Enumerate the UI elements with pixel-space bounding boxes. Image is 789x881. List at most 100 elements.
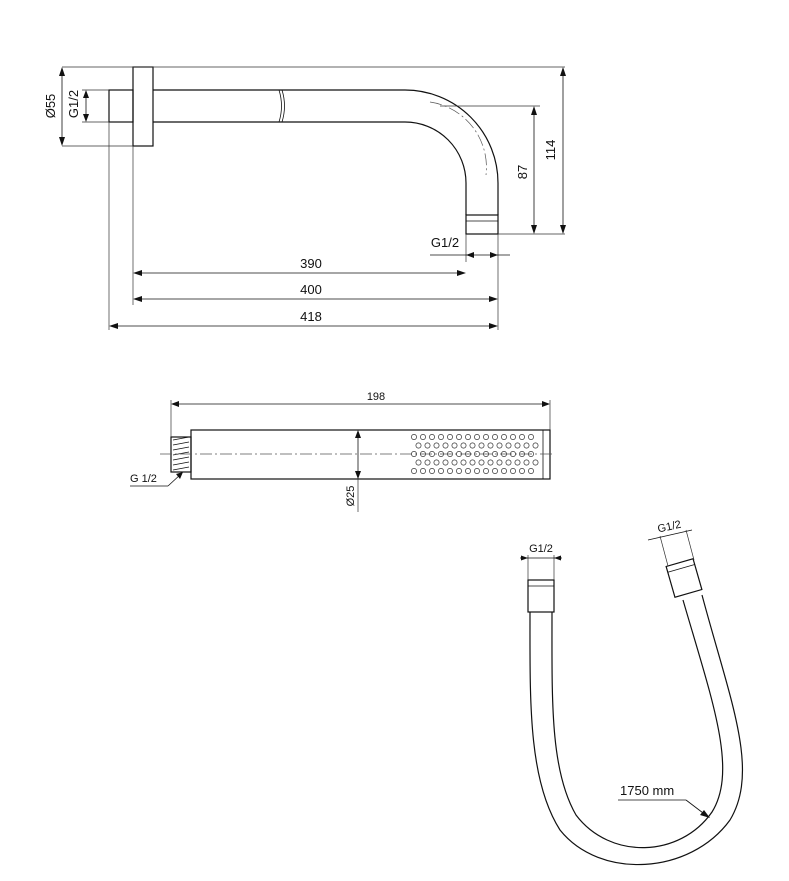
spray-nozzle <box>510 434 516 440</box>
spray-nozzle <box>460 442 467 449</box>
spray-nozzle <box>496 442 503 449</box>
spray-nozzle <box>519 434 525 440</box>
spray-nozzle <box>442 442 449 449</box>
spray-nozzle <box>420 468 426 474</box>
spray-nozzle <box>433 442 440 449</box>
spray-nozzle <box>528 451 534 457</box>
dim-outlet-thread: G1/2 <box>431 235 459 250</box>
spray-nozzle <box>483 434 489 440</box>
spray-nozzle <box>523 459 530 466</box>
spray-nozzle <box>465 451 471 457</box>
spray-nozzles <box>411 434 539 474</box>
shower-arm-drawing: Ø55 G1/2 87 114 G1/2 390 400 <box>43 66 566 330</box>
spray-nozzle <box>478 442 485 449</box>
spray-nozzle <box>492 434 498 440</box>
arm-tube <box>153 89 499 215</box>
spray-nozzle <box>465 468 471 474</box>
spray-nozzle <box>519 451 525 457</box>
spray-nozzle <box>429 468 435 474</box>
dim-hand-shower-diameter: Ø25 <box>345 486 357 507</box>
spray-nozzle <box>505 459 512 466</box>
ext-hose-right-b <box>685 529 695 561</box>
spray-nozzle <box>514 442 521 449</box>
spray-nozzle <box>438 468 444 474</box>
spray-nozzle <box>528 468 534 474</box>
spray-nozzle <box>510 468 516 474</box>
spray-nozzle <box>411 434 417 440</box>
spray-nozzle <box>487 442 494 449</box>
hand-shower-drawing: 198 G 1/2 Ø25 <box>130 391 555 512</box>
spray-nozzle <box>415 459 422 466</box>
spray-nozzle <box>505 442 512 449</box>
spray-nozzle <box>523 442 530 449</box>
wall-flange <box>132 66 154 147</box>
spray-nozzle <box>483 468 489 474</box>
spray-nozzle <box>438 434 444 440</box>
spray-nozzle <box>519 468 525 474</box>
spray-nozzle <box>429 434 435 440</box>
spray-nozzle <box>483 451 489 457</box>
spray-nozzle <box>456 434 462 440</box>
spray-nozzle <box>501 434 507 440</box>
spray-nozzle <box>532 459 539 466</box>
spray-nozzle <box>438 451 444 457</box>
thread-hatch <box>172 436 190 471</box>
dim-drop-height: 87 <box>515 165 530 179</box>
spray-nozzle <box>474 434 480 440</box>
dim-total-height: 114 <box>543 140 558 161</box>
hose-outer <box>529 594 744 866</box>
spray-nozzle <box>456 451 462 457</box>
spray-nozzle <box>429 451 435 457</box>
spray-nozzle <box>447 468 453 474</box>
dim-flange-diameter: Ø55 <box>43 94 58 119</box>
spray-nozzle <box>510 451 516 457</box>
spray-nozzle <box>460 459 467 466</box>
hose-fitting-right-line <box>667 564 695 573</box>
hose-drawing: G1/2 G1/2 1750 mm <box>520 519 744 866</box>
spray-nozzle <box>433 459 440 466</box>
spray-nozzle <box>456 468 462 474</box>
hand-shower-body <box>190 429 551 480</box>
spray-nozzle <box>447 451 453 457</box>
spray-nozzle <box>469 442 476 449</box>
outlet-nut <box>465 214 499 235</box>
spray-nozzle <box>474 468 480 474</box>
spray-nozzle <box>411 468 417 474</box>
dim-hand-shower-thread: G 1/2 <box>130 473 157 485</box>
spray-nozzle <box>492 451 498 457</box>
spray-nozzle <box>487 459 494 466</box>
spray-nozzle <box>447 434 453 440</box>
spray-nozzle <box>420 434 426 440</box>
spray-nozzle <box>415 442 422 449</box>
dim-hose-thread-right: G1/2 <box>656 519 682 536</box>
spray-nozzle <box>451 442 458 449</box>
spray-nozzle <box>420 451 426 457</box>
spray-nozzle <box>501 451 507 457</box>
inlet-thread-stub <box>108 89 134 123</box>
spray-nozzle <box>492 468 498 474</box>
spray-nozzle <box>496 459 503 466</box>
arm-joint <box>278 89 285 123</box>
dim-hose-thread-left: G1/2 <box>529 543 553 555</box>
dim-length-418: 418 <box>300 309 322 324</box>
dim-hose-length: 1750 mm <box>620 783 674 798</box>
spray-nozzle <box>442 459 449 466</box>
dim-line-hose-right <box>647 529 693 541</box>
spray-nozzle <box>514 459 521 466</box>
spray-nozzle <box>451 459 458 466</box>
spray-nozzle <box>469 459 476 466</box>
hose-fitting-right <box>665 558 703 598</box>
spray-nozzle <box>465 434 471 440</box>
dim-hand-shower-length: 198 <box>367 391 385 403</box>
spray-nozzle <box>424 459 431 466</box>
spray-nozzle <box>501 468 507 474</box>
hose-fitting-left <box>527 579 555 613</box>
spray-nozzle <box>424 442 431 449</box>
dim-length-400: 400 <box>300 282 322 297</box>
spray-nozzle <box>528 434 534 440</box>
spray-nozzle <box>411 451 417 457</box>
arm-centerline <box>429 101 487 176</box>
ext-hose-right-a <box>659 535 669 567</box>
spray-nozzle <box>532 442 539 449</box>
